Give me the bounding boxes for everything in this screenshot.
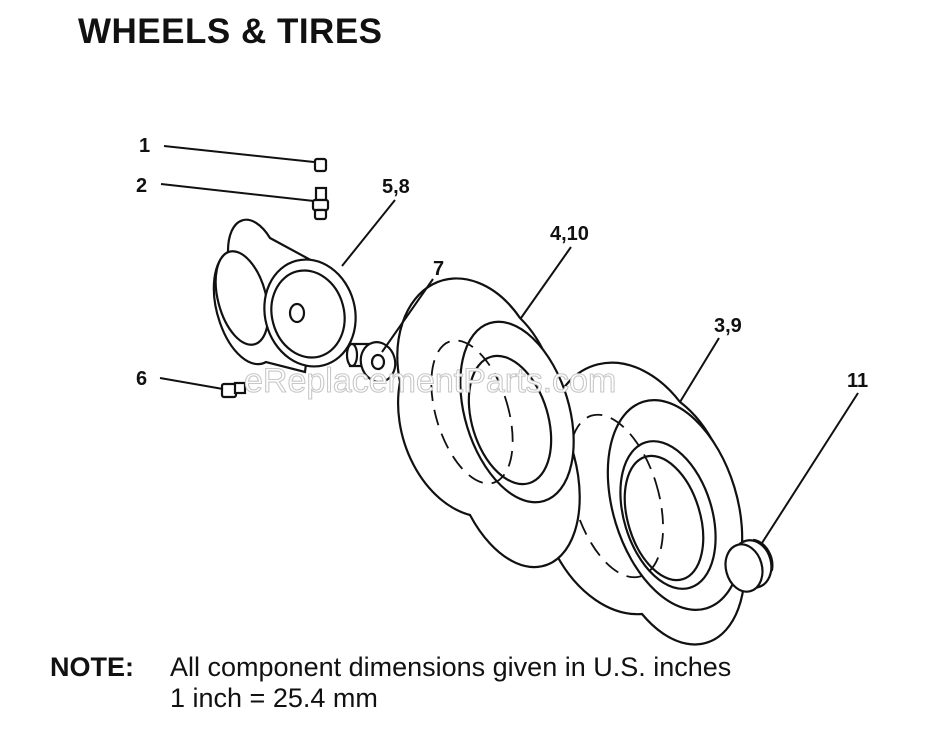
- leader-line-1: [163, 145, 315, 163]
- leader-line-4-10: [520, 246, 572, 319]
- leader-line-11: [761, 392, 859, 544]
- dimension-note: NOTE: All component dimensions given in U…: [50, 652, 731, 714]
- hub-cap: [724, 538, 774, 593]
- lug-bolt: [220, 381, 247, 399]
- leader-line-2: [160, 183, 315, 202]
- bushing: [345, 341, 397, 383]
- callout-4-10: 4,10: [550, 223, 589, 245]
- watermark: eReplacementParts.com: [244, 362, 616, 400]
- leader-line-7: [381, 278, 434, 353]
- leader-line-6: [159, 377, 224, 390]
- note-text-1: All component dimensions given in U.S. i…: [170, 652, 732, 682]
- leader-line-3-9: [679, 337, 720, 403]
- callout-5-8: 5,8: [382, 176, 410, 198]
- callout-11: 11: [847, 370, 868, 392]
- valve-cap: [313, 157, 328, 173]
- note-line-1: NOTE: All component dimensions given in U…: [50, 652, 731, 683]
- callout-2: 2: [136, 175, 147, 197]
- front-tire: [396, 277, 581, 569]
- leader-line-5-8: [341, 199, 396, 267]
- wheel-rim: [212, 218, 357, 374]
- note-text-2: 1 inch = 25.4 mm: [170, 683, 378, 713]
- callout-6: 6: [136, 368, 147, 390]
- page-title: WHEELS & TIRES: [78, 12, 383, 51]
- callout-7: 7: [433, 258, 444, 280]
- note-label: NOTE:: [50, 652, 134, 682]
- callout-1: 1: [139, 135, 150, 157]
- valve-stem: [311, 186, 330, 221]
- callout-3-9: 3,9: [714, 315, 742, 337]
